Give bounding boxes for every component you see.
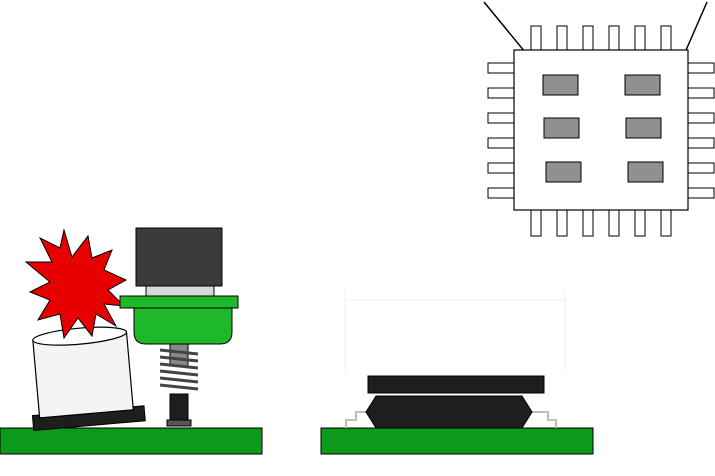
placement-scene	[321, 290, 593, 454]
nozzle-tip	[170, 394, 188, 420]
nozzle-flange	[120, 296, 238, 308]
nozzle-tip-end	[167, 420, 191, 426]
tilted-component	[25, 323, 145, 430]
qfn-pin-bottom	[635, 210, 645, 236]
spring-coil	[160, 385, 198, 389]
pcb-board-right	[321, 428, 593, 454]
nozzle-shaft	[170, 344, 188, 366]
qfn-pad	[546, 162, 581, 182]
qfn-pin-bottom	[661, 210, 671, 236]
qfn-pad	[628, 162, 663, 182]
qfn-pin-left	[488, 88, 514, 98]
qfn-pin-bottom	[557, 210, 567, 236]
spring-coil	[160, 371, 198, 375]
qfn-pin-top	[557, 26, 567, 50]
nozzle-head	[134, 308, 232, 344]
qfn-body	[514, 50, 688, 210]
qfn-pin-bottom	[609, 210, 619, 236]
qfn-pin-right	[688, 163, 714, 173]
qfn-pin-left	[488, 63, 514, 73]
collision-scene	[0, 228, 262, 454]
qfn-pin-right	[688, 113, 714, 123]
spring-coil	[160, 364, 198, 368]
qfn-pin-left	[488, 113, 514, 123]
qfn-pad	[625, 75, 660, 95]
qfn-pin-left	[488, 138, 514, 148]
qfn-pin-bottom	[583, 210, 593, 236]
ghost-guides	[345, 290, 565, 372]
qfn-pad	[543, 75, 578, 95]
qfn-pin-bottom	[531, 210, 541, 236]
qfn-pin-left	[488, 188, 514, 198]
qfn-pin-top	[661, 26, 671, 50]
spring-coil	[160, 378, 198, 382]
collision-burst-icon	[26, 230, 126, 338]
spring-coil	[160, 357, 198, 361]
qfn-pad	[544, 118, 579, 138]
pcb-board-left	[0, 428, 262, 454]
qfn-pin-top	[583, 26, 593, 50]
qfn-package-view	[484, 2, 714, 236]
chip-top-plate	[368, 376, 544, 393]
qfn-pin-top	[531, 26, 541, 50]
qfn-pad	[626, 118, 661, 138]
spring-coil	[160, 350, 198, 354]
qfn-pin-left	[488, 163, 514, 173]
qfn-pin-top	[635, 26, 645, 50]
qfn-pin-top	[609, 26, 619, 50]
qfn-pin-right	[688, 188, 714, 198]
qfn-pin-right	[688, 88, 714, 98]
chip-body	[366, 396, 532, 428]
qfn-pin-right	[688, 138, 714, 148]
qfn-pin-right	[688, 63, 714, 73]
placement-nozzle	[120, 228, 238, 426]
nozzle-motor-housing	[136, 228, 222, 286]
nozzle-collar	[146, 286, 214, 296]
